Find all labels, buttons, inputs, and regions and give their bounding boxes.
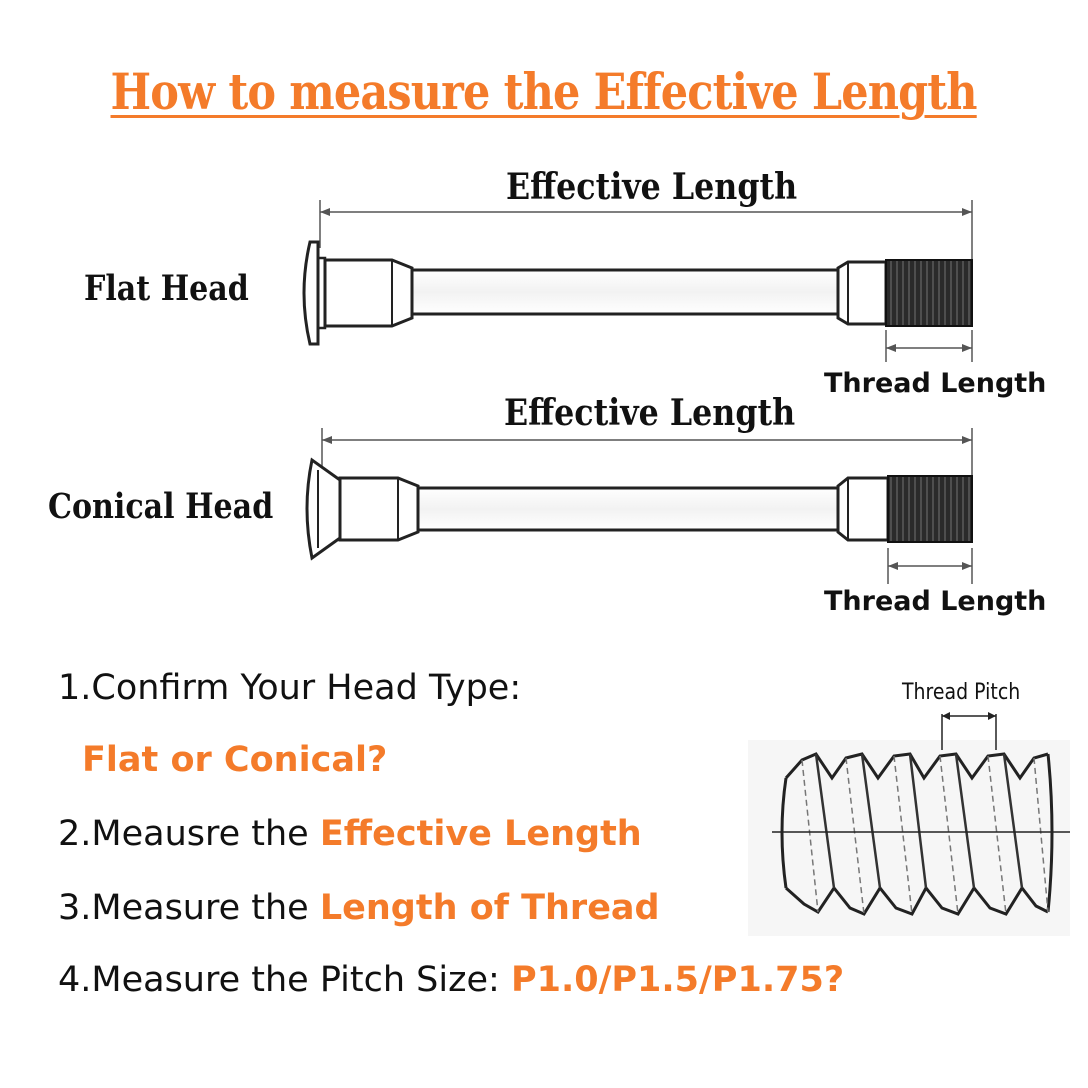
- step-1-text: 1.Confirm Your Head Type:: [58, 668, 522, 708]
- flat-shaft: [410, 268, 840, 316]
- conical-shaft: [416, 486, 840, 532]
- page-title: How to measure the Effective Length: [0, 62, 1088, 121]
- effective-length-label-bottom: Effective Length: [504, 392, 796, 434]
- step-4-highlight: P1.0/P1.5/P1.75?: [510, 960, 845, 1000]
- step-2: 2.Meausre the Effective Length: [58, 814, 642, 854]
- conical-head: [305, 457, 342, 561]
- step-3: 3.Measure the Length of Thread: [58, 888, 660, 928]
- step-1: 1.Confirm Your Head Type:: [58, 668, 521, 708]
- step-3-text: 3.Measure the: [58, 888, 320, 928]
- flat-head-label: Flat Head: [84, 268, 249, 309]
- thread-length-label-top: Thread Length: [824, 368, 1047, 399]
- step-2-text: 2.Meausre the: [58, 814, 320, 854]
- conical-collar: [338, 476, 420, 542]
- thread-length-label-bottom: Thread Length: [824, 586, 1047, 617]
- title-text: How to measure the Effective Length: [110, 62, 978, 121]
- thread-pitch-illustration: [748, 712, 1070, 936]
- thread-pitch-label: Thread Pitch: [902, 680, 1021, 705]
- flat-head-bolt: [302, 200, 973, 362]
- step-3-highlight: Length of Thread: [319, 888, 660, 928]
- step-1-highlight: Flat or Conical?: [82, 740, 388, 780]
- flat-thread: [885, 259, 973, 327]
- step-1-options: Flat or Conical?: [82, 740, 387, 780]
- step-4-text: 4.Measure the Pitch Size:: [58, 960, 511, 1000]
- conical-head-label: Conical Head: [48, 486, 274, 527]
- conical-thread: [887, 475, 973, 543]
- conical-head-bolt: [305, 428, 973, 584]
- effective-length-label-top: Effective Length: [506, 166, 798, 208]
- step-4: 4.Measure the Pitch Size: P1.0/P1.5/P1.7…: [58, 960, 844, 1000]
- step-2-highlight: Effective Length: [319, 814, 642, 854]
- flat-head: [302, 240, 320, 346]
- flat-collar: [323, 258, 414, 328]
